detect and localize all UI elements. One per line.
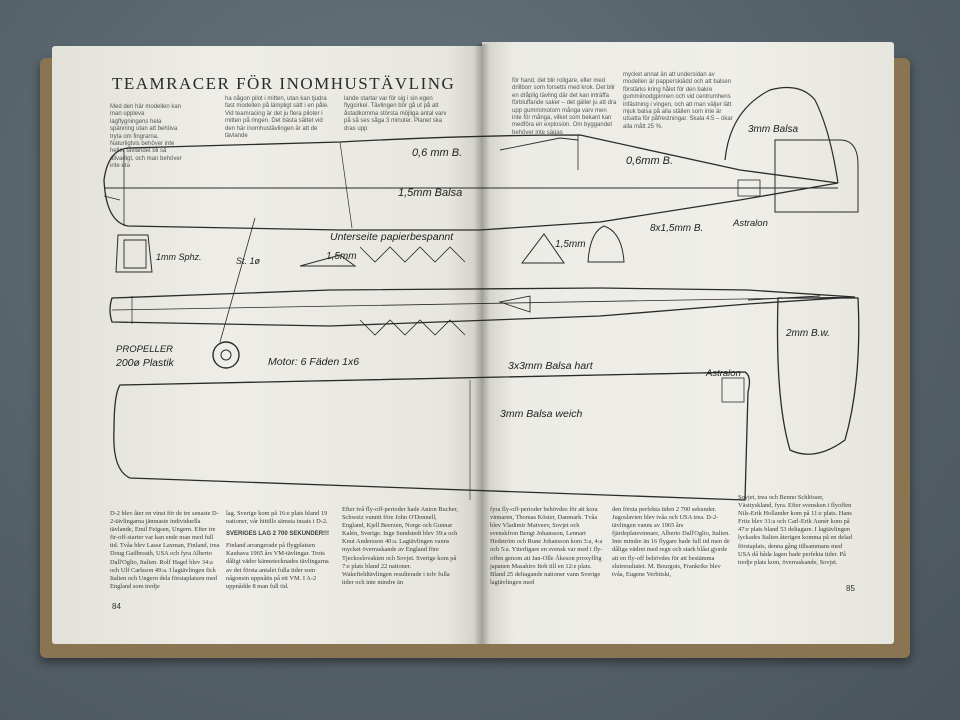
label-unterseite: Unterseite papierbespannt: [330, 231, 454, 243]
right-page: [482, 42, 894, 644]
label-motor: Motor: 6 Fäden 1x6: [268, 356, 359, 368]
tail-plan-view: [776, 297, 860, 455]
plan-labels: 0,6 mm B. 0,6mm B. 1,5mm Balsa 3mm Balsa…: [115, 124, 830, 420]
label-tail-bw: 2mm B.w.: [785, 328, 830, 339]
label-fin-balsa: 3mm Balsa: [748, 124, 798, 135]
label-st: St. 1ø: [236, 256, 261, 266]
body-column-2: lag. Sverige kom på 16:e plats bland 19 …: [226, 510, 334, 591]
label-balsa-hart: 3x3mm Balsa hart: [508, 360, 594, 372]
page-number-left: 84: [112, 602, 121, 611]
intro-column-1: Med den här modellen kan man uppleva lag…: [110, 104, 182, 170]
body-column-1: D-2 blev åter en vinst för de tre senast…: [110, 510, 220, 590]
article-title: TEAMRACER FÖR INOMHUSTÄVLING: [112, 74, 456, 93]
label-fuselage-top-left: 0,6 mm B.: [412, 147, 462, 159]
fin-view: [724, 87, 859, 213]
label-propeller-size: 200ø Plastik: [115, 357, 175, 369]
left-page: [52, 46, 482, 644]
intro-column-4: för hand, det blir roligare, eller med d…: [512, 78, 617, 136]
label-spar: 8x1,5mm B.: [650, 223, 703, 234]
label-gusset-right: 1,5mm: [555, 239, 586, 250]
label-fuselage-top-right: 0,6mm B.: [626, 155, 673, 167]
body-column-4: fyra fly-off-perioder behövdes för att k…: [490, 506, 603, 586]
body-column-5: den första perfekta tiden 2 700 sekunder…: [612, 506, 730, 578]
label-astralon-top: Astralon: [732, 218, 768, 229]
label-astralon-bottom: Astralon: [705, 368, 741, 379]
page-gutter: [474, 44, 490, 644]
intro-column-5: mycket annat än att undersidan av modell…: [623, 72, 733, 130]
page-number-right: 85: [846, 584, 855, 593]
body-column-3: Efter två fly-off-perioder hade Anton Bu…: [342, 506, 459, 586]
wing-planform: [113, 371, 751, 501]
label-sphz: 1mm Sphz.: [156, 252, 202, 262]
label-balsa-15: 1,5mm Balsa: [398, 187, 462, 199]
fuselage-side-view: [103, 134, 839, 231]
intro-column-3: lande startar var för sig i sin egen fly…: [344, 96, 447, 132]
wing-top-view: [109, 287, 856, 327]
body-column-6: Sovjet, trea och Benno Schlösser, Västty…: [738, 494, 852, 566]
label-balsa-weich: 3mm Balsa weich: [500, 408, 582, 420]
subheading: SVERIGES LAG 2 700 SEKUNDER!!!: [226, 531, 330, 538]
label-gusset-left: 1,5mm: [326, 251, 357, 262]
detail-parts: [115, 217, 625, 369]
paragraph: lag. Sverige kom på 16:e plats bland 19 …: [226, 510, 328, 526]
intro-column-2: ha någon pilot i mitten, utan kan tjudra…: [225, 96, 329, 140]
body-column-2-text: lag. Sverige kom på 16:e plats bland 19 …: [226, 510, 334, 591]
paragraph: Finland arrangerade på flygplatsen Kauha…: [226, 542, 329, 590]
label-propeller: PROPELLER: [116, 344, 173, 355]
